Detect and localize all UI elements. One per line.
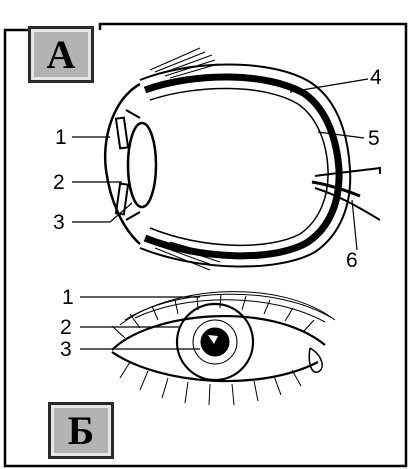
external-eye xyxy=(112,292,335,405)
figure-frame xyxy=(5,24,406,466)
label-a-4: 4 xyxy=(370,66,382,89)
label-b-2: 2 xyxy=(60,316,72,339)
panel-b-letter: Б xyxy=(51,405,111,456)
label-b-3: 3 xyxy=(60,338,72,361)
label-a-2: 2 xyxy=(53,171,65,194)
retina xyxy=(150,88,328,245)
optic-nerve xyxy=(312,168,380,220)
label-a-1: 1 xyxy=(55,126,67,149)
label-b-1: 1 xyxy=(62,286,74,309)
panel-a-badge: А xyxy=(28,26,94,83)
label-a-3: 3 xyxy=(53,211,65,234)
cornea xyxy=(105,84,140,244)
panel-b-badge: Б xyxy=(48,402,114,459)
eye-cross-section xyxy=(105,48,380,270)
panel-a-letter: А xyxy=(31,29,91,80)
lacrimal-caruncle xyxy=(309,348,322,372)
choroid xyxy=(145,77,339,256)
label-a-6: 6 xyxy=(346,249,358,272)
lens xyxy=(128,123,156,207)
label-a-5: 5 xyxy=(368,127,380,150)
